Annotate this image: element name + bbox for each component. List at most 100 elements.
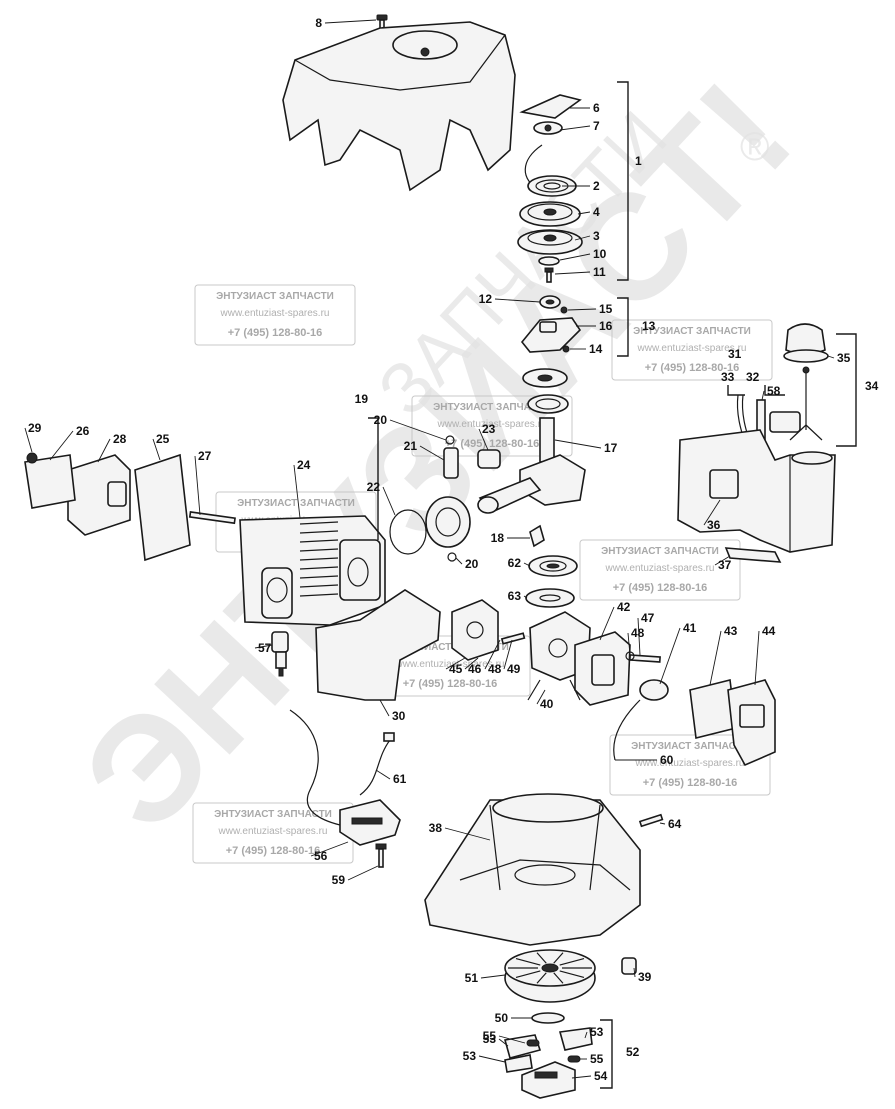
callout-3: 3 [593, 229, 600, 243]
cylinder-fin [299, 593, 339, 597]
fan-blade [536, 972, 547, 984]
stamp-line1: ЭНТУЗИАСТ ЗАПЧАСТИ [601, 546, 719, 557]
leader-line-24 [293, 464, 301, 519]
part-15-spring-small [560, 306, 568, 314]
stamp-line1: ЭНТУЗИАСТ ЗАПЧАСТИ [237, 498, 355, 509]
callout-34: 34 [865, 379, 879, 393]
cylinder-fin [299, 539, 339, 543]
stamp-line2: www.entuziast-spares.ru [437, 419, 547, 430]
part-54-clutch-hub [521, 1061, 576, 1099]
leader-line-64 [659, 822, 666, 825]
fan-blade [559, 970, 585, 978]
stamp-line1: ЭНТУЗИАСТ ЗАПЧАСТИ [216, 291, 334, 302]
leader-lines [24, 19, 835, 1079]
part-45-insulator [451, 599, 499, 661]
callout-41: 41 [683, 621, 697, 635]
part-63-seal [525, 588, 575, 608]
part-17-crankshaft [477, 368, 586, 514]
stamp-line1: ЭНТУЗИАСТ ЗАПЧАСТИ [391, 642, 509, 653]
leader-line-55 [498, 1035, 526, 1044]
leader-line-62 [523, 562, 531, 567]
callout-53: 53 [590, 1025, 604, 1039]
part-64-bolt [638, 813, 664, 828]
leader-line-54 [571, 1075, 592, 1079]
stamp-line3: +7 (495) 128-80-16 [403, 678, 497, 690]
callout-59: 59 [332, 873, 346, 887]
part-49-bolt [500, 632, 526, 645]
callout-36: 36 [707, 518, 721, 532]
callout-2: 2 [593, 179, 600, 193]
leader-line-8 [324, 19, 377, 24]
part-62-bearing [528, 555, 578, 577]
callout-30: 30 [392, 709, 406, 723]
part-30-shroud [315, 589, 441, 701]
callout-32: 32 [746, 370, 760, 384]
callout-62: 62 [508, 556, 522, 570]
part-10-washer [538, 256, 560, 266]
callout-45: 45 [449, 662, 463, 676]
part-60-fuel-hose [613, 699, 641, 761]
part-27-stud [188, 511, 236, 525]
part-4-pulley [519, 201, 581, 227]
stamp-line1: ЭНТУЗИАСТ ЗАПЧАСТИ [633, 326, 751, 337]
fan-blade [515, 970, 541, 978]
callout-56: 56 [314, 849, 328, 863]
callout-20: 20 [465, 557, 479, 571]
fan-blade [553, 972, 564, 984]
leader-line-22 [382, 486, 396, 516]
callout-13: 13 [642, 319, 656, 333]
callout-31: 31 [728, 347, 742, 361]
callout-8: 8 [315, 16, 322, 30]
part-18-key [529, 524, 545, 548]
part-20-clip-bottom [447, 552, 457, 562]
callout-29: 29 [28, 421, 42, 435]
part-14-screw [562, 345, 570, 353]
callout-42: 42 [617, 600, 631, 614]
leader-line-15 [567, 308, 597, 311]
part-36-fuel-tank [677, 429, 836, 553]
callout-53: 53 [463, 1049, 477, 1063]
part-57-spark-plug [271, 631, 289, 677]
callout-layer: 1234678101112131415161718192020212223242… [28, 16, 879, 1083]
callout-28: 28 [113, 432, 127, 446]
leader-line-20 [455, 557, 463, 565]
leader-line-39 [633, 967, 636, 978]
leader-line-49 [503, 639, 513, 670]
part-12-nut [539, 295, 561, 309]
leader-line-58 [761, 390, 765, 401]
leader-line-23 [478, 428, 489, 451]
cylinder-fin [299, 566, 339, 570]
leader-line-41 [659, 627, 681, 685]
leader-line-40 [536, 689, 546, 705]
part-61-connector [383, 732, 395, 742]
leader-line-56 [310, 841, 349, 857]
part-22-piston-ring [389, 509, 427, 555]
callout-39: 39 [638, 970, 652, 984]
callout-61: 61 [393, 772, 407, 786]
callout-1: 1 [635, 154, 642, 168]
part-34-fuel-pickup [789, 366, 823, 441]
leader-line-4 [577, 211, 591, 215]
callout-47: 47 [641, 611, 655, 625]
part-47-bolt [625, 651, 661, 663]
leader-line-61 [375, 769, 391, 780]
cylinder-fin [299, 521, 339, 525]
part-26-heat-shield [24, 454, 76, 509]
callout-4: 4 [593, 205, 600, 219]
part-16-pawl [520, 317, 582, 353]
callout-6: 6 [593, 101, 600, 115]
leader-line-47 [637, 617, 641, 656]
leader-line-48 [627, 632, 631, 656]
stamp-line2: www.entuziast-spares.ru [395, 659, 505, 670]
leader-line-51 [480, 974, 506, 979]
part-59-screw [375, 843, 387, 868]
stamp-7: ЭНТУЗИАСТ ЗАПЧАСТИwww.entuziast-spares.r… [609, 734, 771, 796]
callout-37: 37 [718, 558, 732, 572]
part-41-primer-bulb [639, 679, 669, 701]
leader-line-59 [347, 865, 379, 881]
callout-10: 10 [593, 247, 607, 261]
callout-64: 64 [668, 817, 682, 831]
stamp-line2: www.entuziast-spares.ru [637, 343, 747, 354]
stamp-5: ЭНТУЗИАСТ ЗАПЧАСТИwww.entuziast-spares.r… [579, 539, 741, 601]
leader-line-42 [599, 606, 615, 641]
